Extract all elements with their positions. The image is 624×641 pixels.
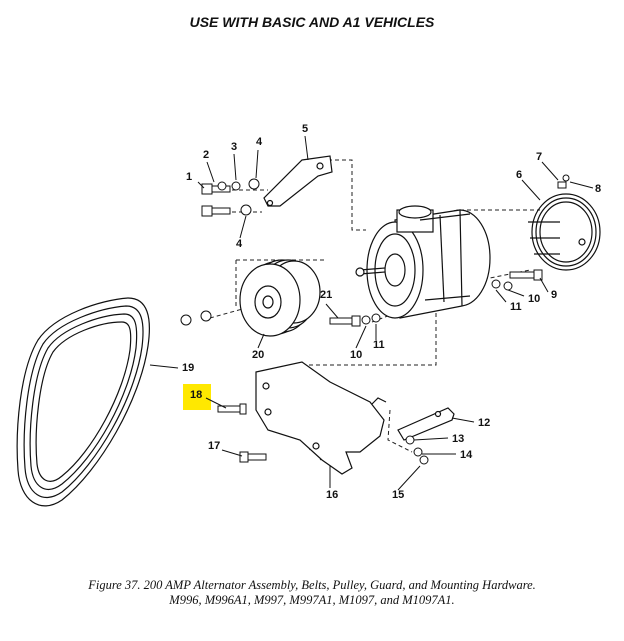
callout-leader-2 xyxy=(206,161,215,183)
callout-13: 13 xyxy=(452,433,464,445)
callout-5: 5 xyxy=(302,123,308,135)
callout-leader-19 xyxy=(149,364,179,369)
callout-leader-5 xyxy=(304,135,309,161)
callout-21: 21 xyxy=(320,289,332,301)
caption-line-1: Figure 37. 200 AMP Alternator Assembly, … xyxy=(88,578,536,592)
page-header: USE WITH BASIC AND A1 VEHICLES xyxy=(189,14,435,30)
fan-guard xyxy=(528,193,601,271)
callout-18: 18 xyxy=(190,389,202,401)
callout-2: 2 xyxy=(203,149,209,161)
callout-leader-15 xyxy=(397,465,421,491)
callout-leader-21 xyxy=(325,303,339,319)
callout-14: 14 xyxy=(460,449,473,461)
figure-caption: Figure 37. 200 AMP Alternator Assembly, … xyxy=(0,578,624,608)
callout-leader-3 xyxy=(233,153,237,181)
callout-18-highlight xyxy=(183,384,211,410)
callout-1: 1 xyxy=(186,171,192,183)
callout-12: 12 xyxy=(478,417,490,429)
lower-bracket xyxy=(255,361,387,475)
callout-leader-10 xyxy=(507,289,525,297)
callout-leader-7 xyxy=(541,161,559,181)
callout-leader-17 xyxy=(221,449,243,457)
callout-15: 15 xyxy=(392,489,404,501)
callout-leader-10 xyxy=(355,325,367,349)
callout-7: 7 xyxy=(536,151,542,163)
drive-belt xyxy=(16,297,150,507)
callout-leader-1 xyxy=(197,181,205,189)
callout-leader-8 xyxy=(569,181,594,189)
callout-8: 8 xyxy=(595,183,601,195)
callout-10: 10 xyxy=(528,293,540,305)
callout-3: 3 xyxy=(231,141,237,153)
callout-17: 17 xyxy=(208,440,220,452)
callout-20: 20 xyxy=(252,349,264,361)
callout-leader-4 xyxy=(239,215,247,239)
pulley xyxy=(239,259,321,337)
callout-10: 10 xyxy=(350,349,362,361)
callout-leader-11 xyxy=(495,289,507,303)
callout-4: 4 xyxy=(236,238,243,250)
alternator xyxy=(355,205,491,319)
callout-4: 4 xyxy=(256,136,263,148)
callout-leader-9 xyxy=(539,277,549,293)
callout-leader-6 xyxy=(521,179,541,201)
callout-leader-20 xyxy=(257,333,265,349)
callout-leader-12 xyxy=(451,417,475,423)
callout-16: 16 xyxy=(326,489,338,501)
callout-leader-4 xyxy=(255,149,259,179)
callout-leader-13 xyxy=(413,437,449,441)
callout-11: 11 xyxy=(510,301,522,313)
caption-line-2: M996, M996A1, M997, M997A1, M1097, and M… xyxy=(169,593,455,607)
callout-9: 9 xyxy=(551,289,557,301)
callout-19: 19 xyxy=(182,362,194,374)
callout-6: 6 xyxy=(516,169,522,181)
upper-bracket xyxy=(263,155,333,207)
callout-leader-18 xyxy=(205,397,227,409)
callout-11: 11 xyxy=(373,339,385,351)
guard-strap xyxy=(397,407,455,441)
